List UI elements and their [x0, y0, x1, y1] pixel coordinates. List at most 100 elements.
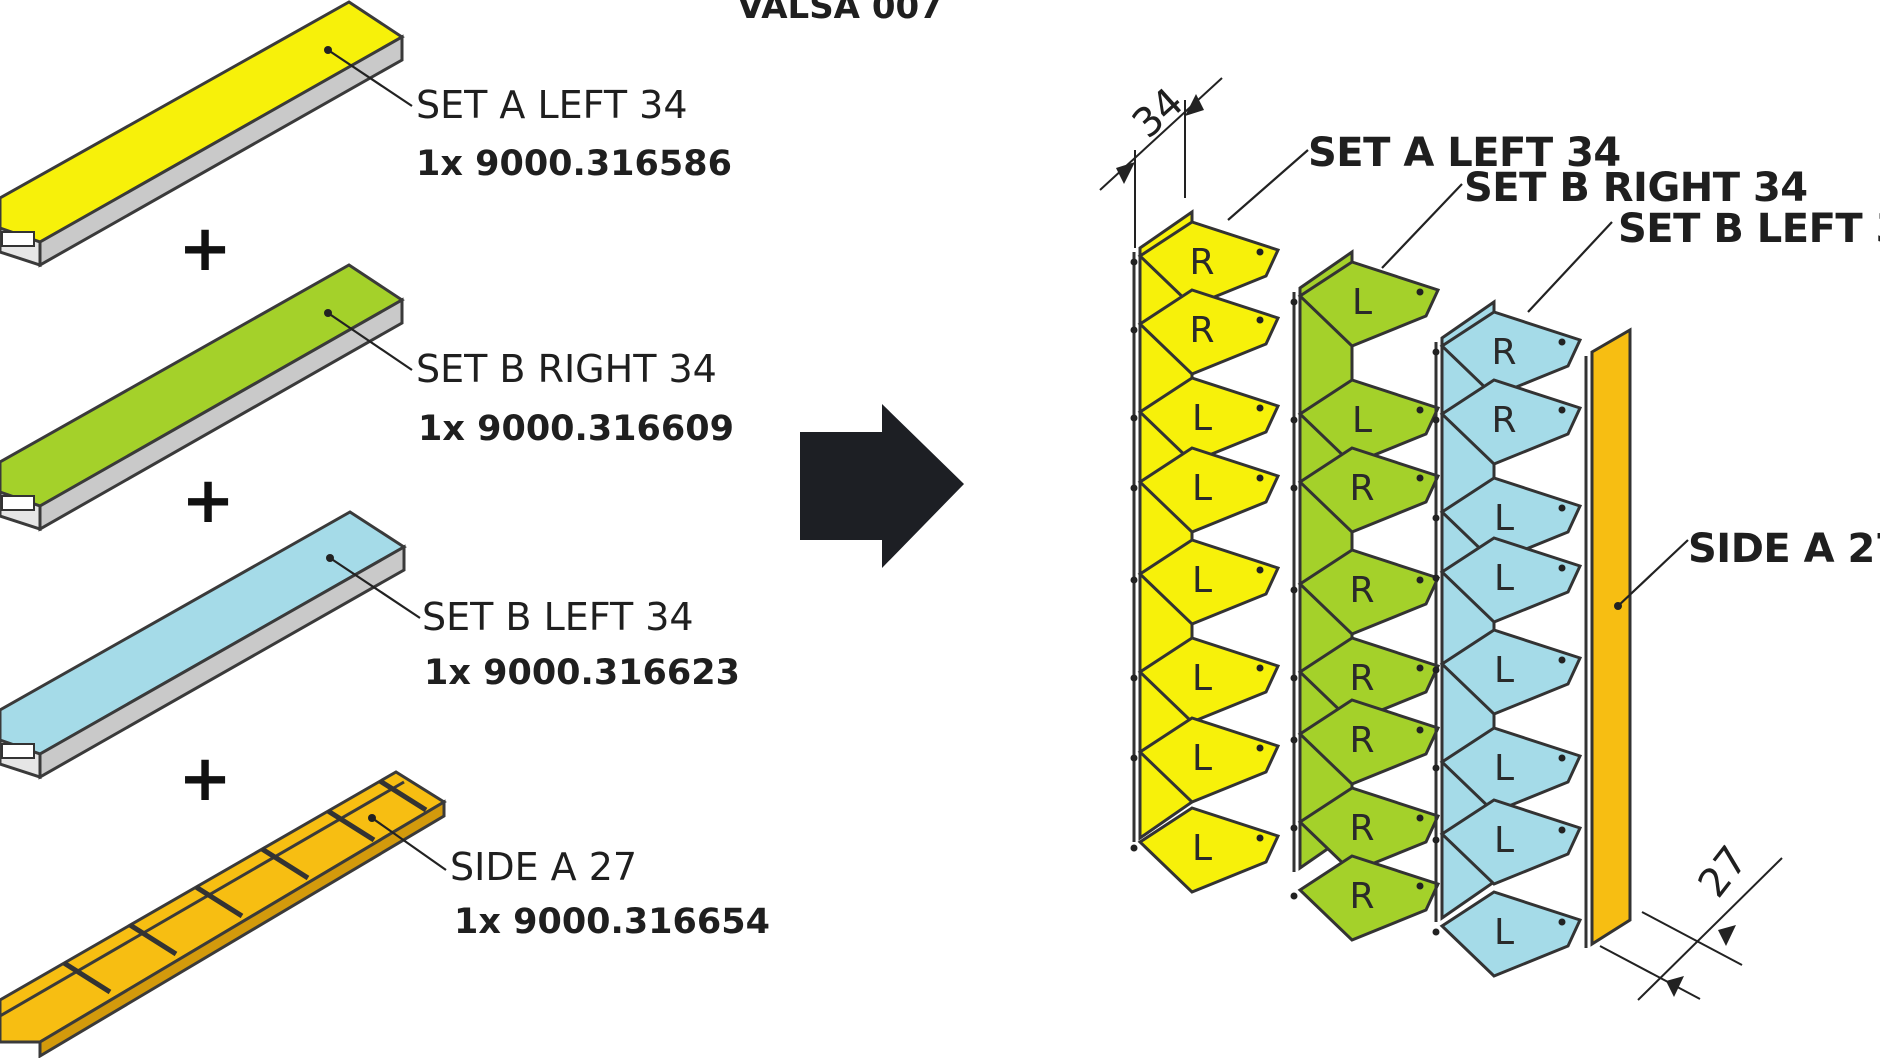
shelf-tag: R	[1189, 310, 1214, 351]
leader-set-b-left	[1527, 221, 1613, 313]
shelf-tag: R	[1349, 808, 1374, 849]
column-screw	[1130, 576, 1138, 584]
assembly-label-side-a: SIDE A 27	[1688, 526, 1880, 572]
column-screw	[1130, 484, 1138, 492]
shelf	[1439, 536, 1583, 624]
shelf-tag: R	[1491, 332, 1516, 373]
shelf	[1137, 806, 1281, 894]
column-screw	[1130, 754, 1138, 762]
shelf-screw	[1558, 826, 1566, 834]
column-screw	[1432, 416, 1440, 424]
shelf-tag: R	[1349, 658, 1374, 699]
dimension-27-label: 27	[1690, 838, 1758, 906]
kit-1-name: SET A LEFT 34	[416, 83, 688, 127]
column-screw	[1130, 414, 1138, 422]
shelf-tag: R	[1491, 400, 1516, 441]
shelf-tag: L	[1494, 912, 1514, 953]
plus-sign-1: +	[178, 212, 232, 286]
column-screw	[1432, 928, 1440, 936]
shelf-screw	[1558, 406, 1566, 414]
kit-3-name: SET B LEFT 34	[422, 595, 694, 639]
shelf-screw	[1416, 664, 1424, 672]
shelf-tag: R	[1349, 720, 1374, 761]
kit-set-b-right-box	[0, 263, 413, 532]
column-screw	[1290, 736, 1298, 744]
shelf-tag: L	[1192, 828, 1212, 869]
column-screw	[1290, 892, 1298, 900]
shelf-screw	[1416, 288, 1424, 296]
kit-4-code: 1x 9000.316654	[454, 902, 770, 942]
shelf	[1137, 636, 1281, 724]
shelf	[1137, 446, 1281, 534]
shelf-tag: R	[1349, 876, 1374, 917]
column-screw	[1290, 484, 1298, 492]
shelf-screw	[1256, 248, 1264, 256]
column-screw	[1432, 348, 1440, 356]
shelf-tag: L	[1192, 398, 1212, 439]
shelf	[1137, 716, 1281, 804]
shelf	[1439, 726, 1583, 814]
diagram-title: VALSA 007	[737, 0, 943, 27]
shelf-tag: L	[1192, 658, 1212, 699]
kit-4-name: SIDE A 27	[450, 845, 637, 889]
shelf-screw	[1558, 918, 1566, 926]
shelf-tag: L	[1494, 558, 1514, 599]
shelf-screw	[1416, 814, 1424, 822]
leader-set-b-right	[1381, 183, 1463, 269]
kit-set-b-left-box	[0, 510, 421, 780]
plus-sign-3: +	[178, 742, 232, 816]
shelf-tag: R	[1189, 242, 1214, 283]
column-screw	[1432, 514, 1440, 522]
shelf-screw	[1256, 474, 1264, 482]
shelf	[1439, 798, 1583, 886]
shelf	[1439, 628, 1583, 716]
shelf-tag: L	[1494, 498, 1514, 539]
shelf-screw	[1256, 744, 1264, 752]
shelf-screw	[1416, 576, 1424, 584]
shelf-screw	[1558, 338, 1566, 346]
shelf-screw	[1558, 564, 1566, 572]
plus-sign-2: +	[181, 464, 235, 538]
column-screw	[1130, 844, 1138, 852]
shelf-tag: R	[1349, 468, 1374, 509]
kit-side-a-box	[0, 770, 447, 1058]
shelf-tag: L	[1352, 400, 1372, 441]
column-screw	[1290, 824, 1298, 832]
shelf	[1297, 446, 1441, 534]
assembly-label-set-b-right: SET B RIGHT 34	[1464, 165, 1808, 211]
shelf-tag: L	[1192, 468, 1212, 509]
shelf-screw	[1256, 404, 1264, 412]
shelf	[1439, 890, 1583, 978]
shelf-screw	[1558, 504, 1566, 512]
shelf-tag: L	[1494, 748, 1514, 789]
shelf-screw	[1256, 664, 1264, 672]
shelf-screw	[1416, 882, 1424, 890]
shelf	[1297, 260, 1441, 348]
column-screw	[1432, 764, 1440, 772]
shelf-screw	[1558, 754, 1566, 762]
shelf-tag: L	[1192, 560, 1212, 601]
dimension-34	[1099, 77, 1223, 248]
shelf-screw	[1558, 656, 1566, 664]
assembly-arrow-icon	[800, 404, 964, 568]
assembly-label-set-a-left: SET A LEFT 34	[1308, 130, 1621, 176]
column-screw	[1432, 836, 1440, 844]
shelf-tag: R	[1349, 570, 1374, 611]
assembly-label-set-b-left: SET B LEFT 34	[1618, 206, 1880, 252]
shelf-screw	[1256, 566, 1264, 574]
side-a-panel	[1584, 327, 1689, 948]
shelf-tag: L	[1494, 650, 1514, 691]
column-screw	[1432, 574, 1440, 582]
shelf-tag: L	[1494, 820, 1514, 861]
column-screw	[1290, 586, 1298, 594]
column-screw	[1290, 674, 1298, 682]
kit-set-a-left-box	[0, 0, 413, 268]
shelf	[1297, 698, 1441, 786]
shelf-screw	[1416, 726, 1424, 734]
shelf-screw	[1256, 834, 1264, 842]
kit-2-code: 1x 9000.316609	[418, 409, 734, 449]
kit-3-code: 1x 9000.316623	[424, 653, 740, 693]
